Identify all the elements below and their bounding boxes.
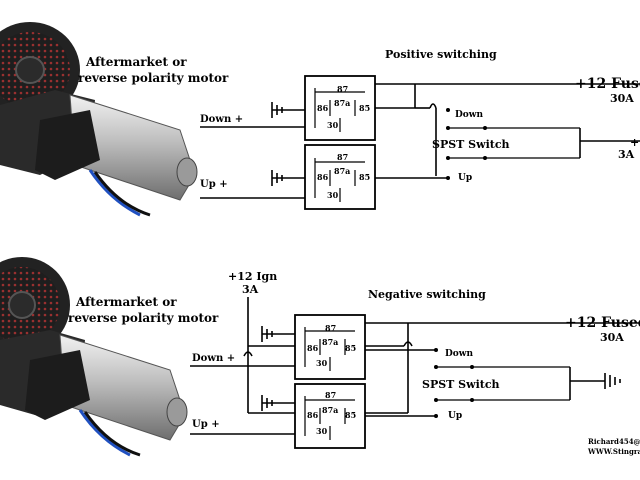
fused-amps-bottom: 30A xyxy=(600,331,624,344)
down-label-top: Down + xyxy=(200,114,243,125)
ground-symbol-bottom-2 xyxy=(261,395,273,411)
relay-top-2 xyxy=(304,144,376,210)
ground-symbol-bottom-1 xyxy=(261,326,273,342)
motor-label-top-2: reverse polarity motor xyxy=(78,71,229,85)
wiring-top xyxy=(200,83,640,199)
up-label-bottom: Up + xyxy=(192,419,220,430)
relay-bottom-1-pin87: 87 xyxy=(325,323,336,333)
relay-bottom-2-pin87: 87 xyxy=(325,390,336,400)
up-label-top: Up + xyxy=(200,179,228,190)
relay-bottom-2 xyxy=(294,383,366,449)
spst-switch-bottom xyxy=(434,348,474,418)
relay-top-1 xyxy=(304,75,376,141)
credit-line-2: WWW.Stingray xyxy=(587,447,640,456)
motor-image-bottom xyxy=(0,257,188,457)
ground-symbol-switch-bottom xyxy=(604,373,621,389)
switch-up-label-top: Up xyxy=(458,173,472,183)
relay-top-2-pin87: 87 xyxy=(337,152,348,162)
relay-top-2-pin85: 85 xyxy=(359,172,370,182)
relay-top-1-pin86: 86 xyxy=(317,103,329,113)
diagram-title-top: Positive switching xyxy=(385,48,497,61)
relay-top-1-pin87a: 87a xyxy=(334,98,350,108)
motor-label-bottom-2: reverse polarity motor xyxy=(68,311,219,325)
ign-fragment-top: +1 xyxy=(630,136,640,149)
relay-bottom-2-pin85: 85 xyxy=(345,410,356,420)
switch-up-label-bottom: Up xyxy=(448,411,462,421)
ign-amps-bottom: 3A xyxy=(242,283,259,296)
relay-bottom-2-pin86: 86 xyxy=(307,410,319,420)
fused-amps-top: 30A xyxy=(610,92,634,105)
credit-line-1: Richard454@co xyxy=(588,437,640,446)
ground-symbol-top-1 xyxy=(271,102,283,118)
ign-label-bottom: +12 Ign xyxy=(228,270,277,283)
wiring-bottom xyxy=(190,297,640,435)
relay-top-1-pin30: 30 xyxy=(327,120,339,130)
switch-down-label-top: Down xyxy=(455,110,484,120)
relay-top-1-pin85: 85 xyxy=(359,103,370,113)
relay-bottom-2-pin30: 30 xyxy=(316,426,328,436)
relay-bottom-1-pin87a: 87a xyxy=(322,337,338,347)
relay-bottom-2-pin87a: 87a xyxy=(322,405,338,415)
motor-image-top xyxy=(0,22,198,217)
ign-amps-top: 3A xyxy=(618,148,635,161)
relay-bottom-1 xyxy=(294,314,366,380)
relay-top-2-pin86: 86 xyxy=(317,172,329,182)
relay-top-2-pin30: 30 xyxy=(327,190,339,200)
ground-symbol-top-2 xyxy=(271,170,283,186)
motor-label-top-1: Aftermarket or xyxy=(85,55,187,69)
switch-title-top: SPST Switch xyxy=(432,138,510,151)
relay-top-1-pin87: 87 xyxy=(337,84,348,94)
relay-bottom-1-pin86: 86 xyxy=(307,343,319,353)
relay-top-2-pin87a: 87a xyxy=(334,166,350,176)
switch-down-label-bottom: Down xyxy=(445,349,474,359)
relay-bottom-1-pin85: 85 xyxy=(345,343,356,353)
diagram-title-bottom: Negative switching xyxy=(368,288,486,301)
motor-label-bottom-1: Aftermarket or xyxy=(75,295,177,309)
relay-bottom-1-pin30: 30 xyxy=(316,358,328,368)
down-label-bottom: Down + xyxy=(192,353,235,364)
spst-switch-top xyxy=(446,108,487,180)
switch-title-bottom: SPST Switch xyxy=(422,378,500,391)
